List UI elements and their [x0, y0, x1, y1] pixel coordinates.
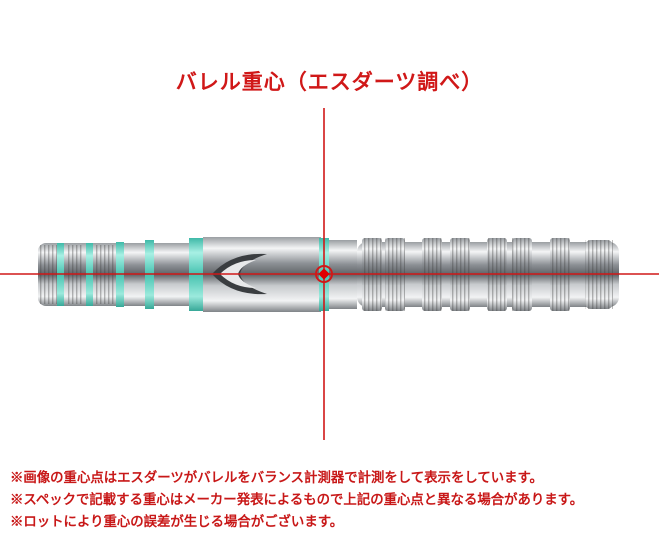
- note-line: ※ロットにより重心の誤差が生じる場合がございます。: [10, 514, 344, 530]
- page-title: バレル重心（エスダーツ調べ）: [175, 69, 484, 94]
- note-line: ※画像の重心点はエスダーツがバレルをバランス計測器で計測をして表示をしています。: [10, 470, 543, 486]
- grip-rings: [362, 238, 613, 311]
- note-line: ※スペックで記載する重心はメーカー発表によるもので上記の重心点と異なる場合があり…: [10, 492, 584, 508]
- notes: ※画像の重心点はエスダーツがバレルをバランス計測器で計測をして表示をしています。…: [10, 467, 583, 533]
- center-of-gravity-crosshair: [0, 108, 659, 440]
- center-of-gravity-marker: [315, 265, 333, 283]
